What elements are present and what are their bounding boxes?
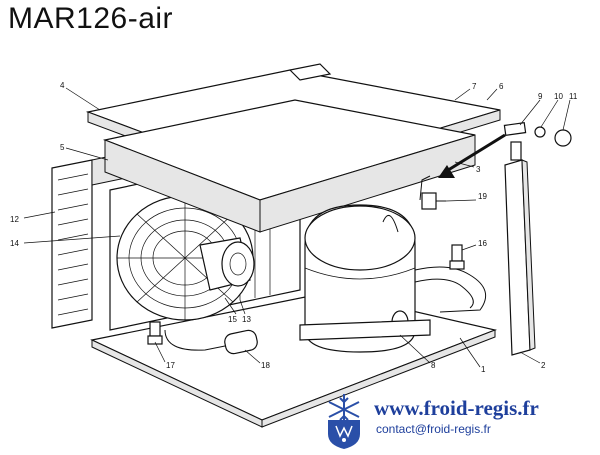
callout-3: 3: [476, 165, 481, 174]
callout-19: 19: [478, 192, 487, 201]
callout-1: 1: [481, 365, 486, 374]
explode-arrow: [438, 133, 506, 178]
callout-7: 7: [472, 82, 477, 91]
callout-13: 13: [242, 315, 251, 324]
website-link[interactable]: www.froid-regis.fr: [374, 396, 539, 420]
callout-17: 17: [166, 361, 175, 370]
callout-2: 2: [541, 361, 546, 370]
piping: [164, 175, 487, 351]
filter-drier: [224, 329, 258, 355]
callout-11: 11: [569, 92, 578, 101]
callout-9: 9: [538, 92, 543, 101]
callout-14: 14: [10, 239, 19, 248]
callout-15: 15: [228, 315, 237, 324]
snowflake-shield-icon: [328, 394, 360, 449]
sensor-19: [421, 192, 446, 210]
fan-motor: [199, 237, 255, 291]
compressor: [299, 204, 431, 353]
callout-18: 18: [261, 361, 270, 370]
page-title: MAR126-air: [8, 2, 174, 35]
condenser-panel: [102, 99, 476, 233]
pressure-switch: [503, 121, 572, 147]
service-valve-left: [147, 321, 163, 345]
callout-8: 8: [431, 361, 436, 370]
callout-12: 12: [10, 215, 19, 224]
service-valve-right: [449, 244, 465, 270]
mounting-bracket: [504, 141, 536, 356]
callout-16: 16: [478, 239, 487, 248]
callout-5: 5: [60, 143, 65, 152]
leader-lines: [23, 87, 571, 368]
callout-4: 4: [60, 81, 65, 90]
callout-10: 10: [554, 92, 563, 101]
brand-footer: www.froid-regis.fr contact@froid-regis.f…: [318, 390, 598, 452]
contact-email[interactable]: contact@froid-regis.fr: [376, 422, 491, 436]
callout-6: 6: [499, 82, 504, 91]
